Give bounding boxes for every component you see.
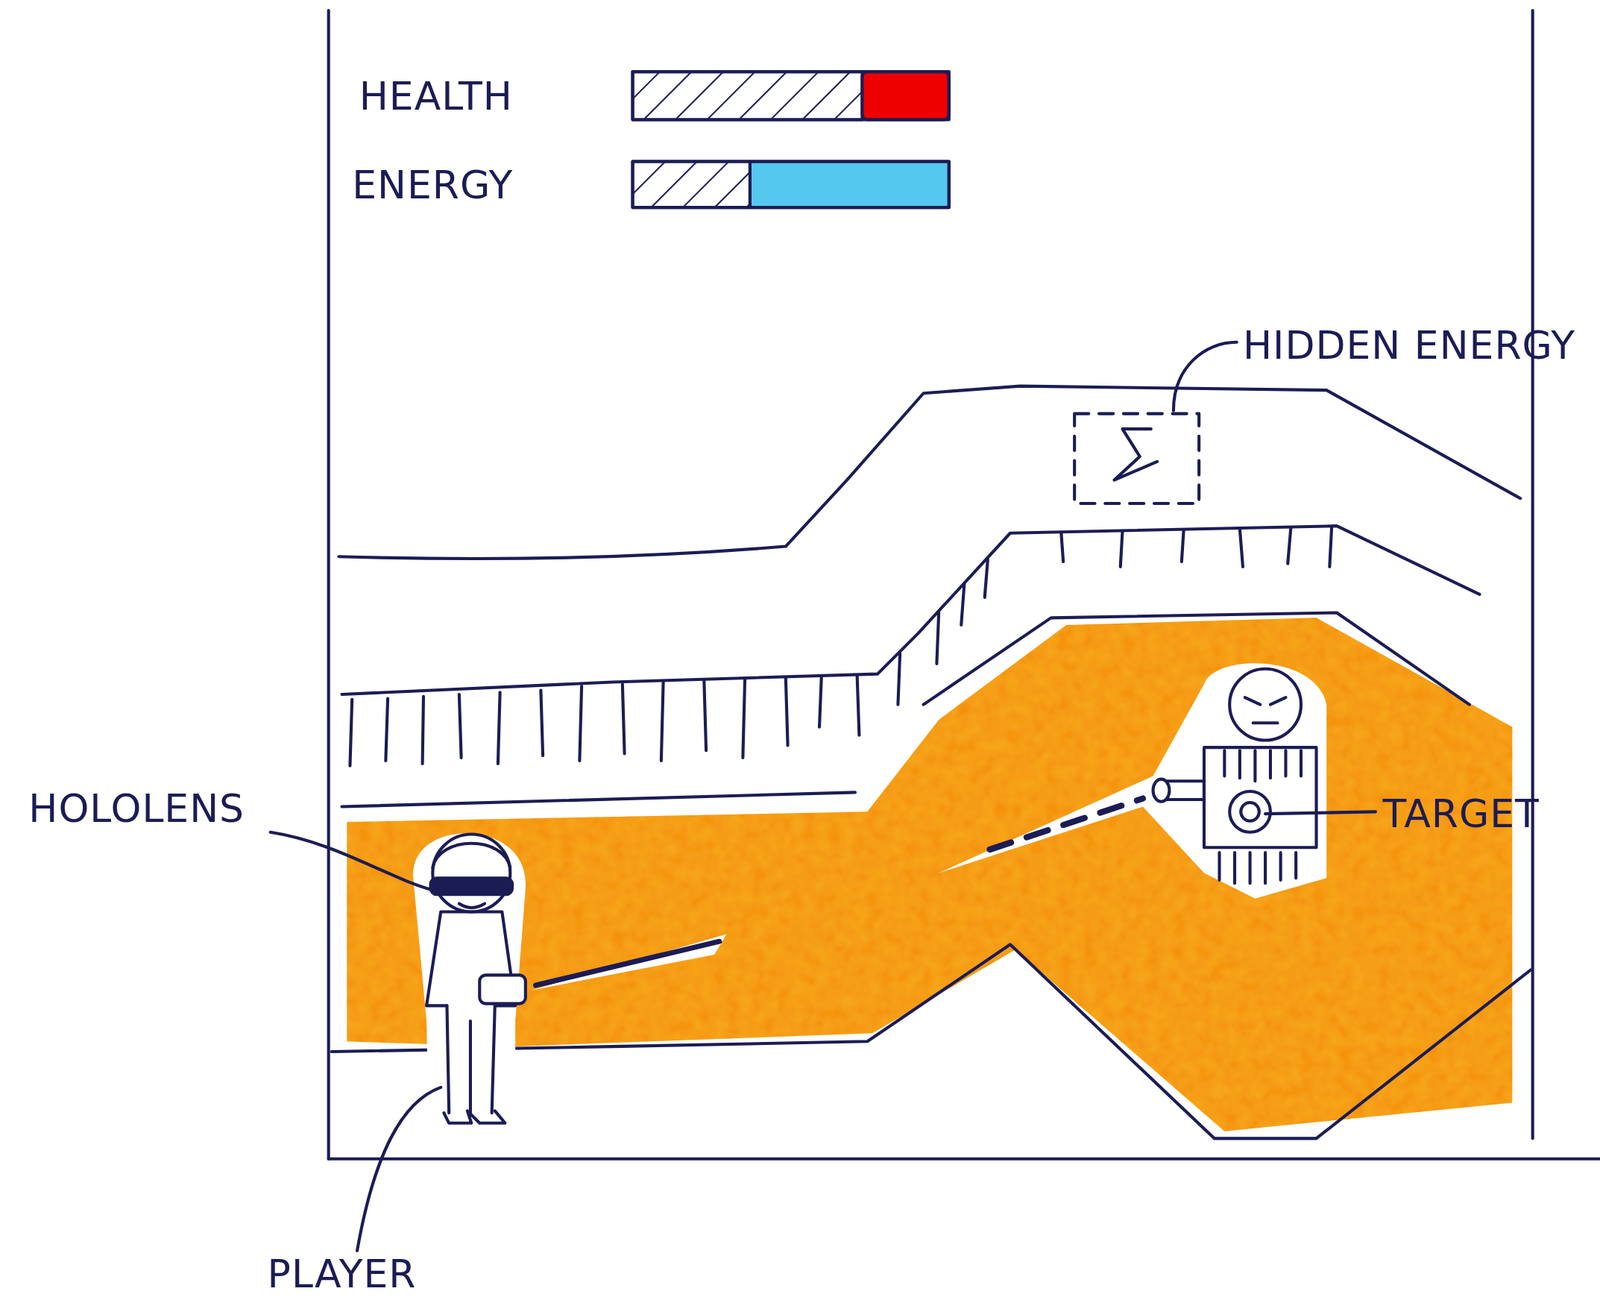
leader-line <box>1173 342 1237 411</box>
frame-line <box>327 10 331 1159</box>
energy-bar-fill <box>750 161 950 209</box>
lava-bank <box>923 612 1470 704</box>
health-bar-fill <box>861 71 949 120</box>
text-label: HIDDEN ENERGY <box>1242 322 1576 368</box>
text-label: HOLOLENS <box>28 785 245 831</box>
leader-line <box>1265 811 1376 814</box>
leader-line <box>357 1087 441 1251</box>
text-label: TARGET <box>1382 791 1539 836</box>
hidden-energy-box <box>1074 413 1199 504</box>
ridge-line <box>338 386 1521 559</box>
hololens-visor <box>430 877 513 894</box>
target-robot <box>938 662 1327 898</box>
lightning-symbol <box>1114 428 1158 480</box>
player-figure <box>413 832 727 1123</box>
energy-bar-empty <box>632 161 751 209</box>
leader-line <box>270 832 434 891</box>
text-label: PLAYER <box>267 1251 417 1296</box>
lava-river <box>346 617 1513 1131</box>
text-label: ENERGY <box>351 162 513 208</box>
health-bar-outline <box>632 71 950 120</box>
health-bar-empty <box>632 71 863 120</box>
text-label: HEALTH <box>359 73 513 119</box>
frame-line <box>328 1157 1600 1161</box>
energy-bar-outline <box>632 161 950 209</box>
cliff-base-line <box>341 791 855 806</box>
